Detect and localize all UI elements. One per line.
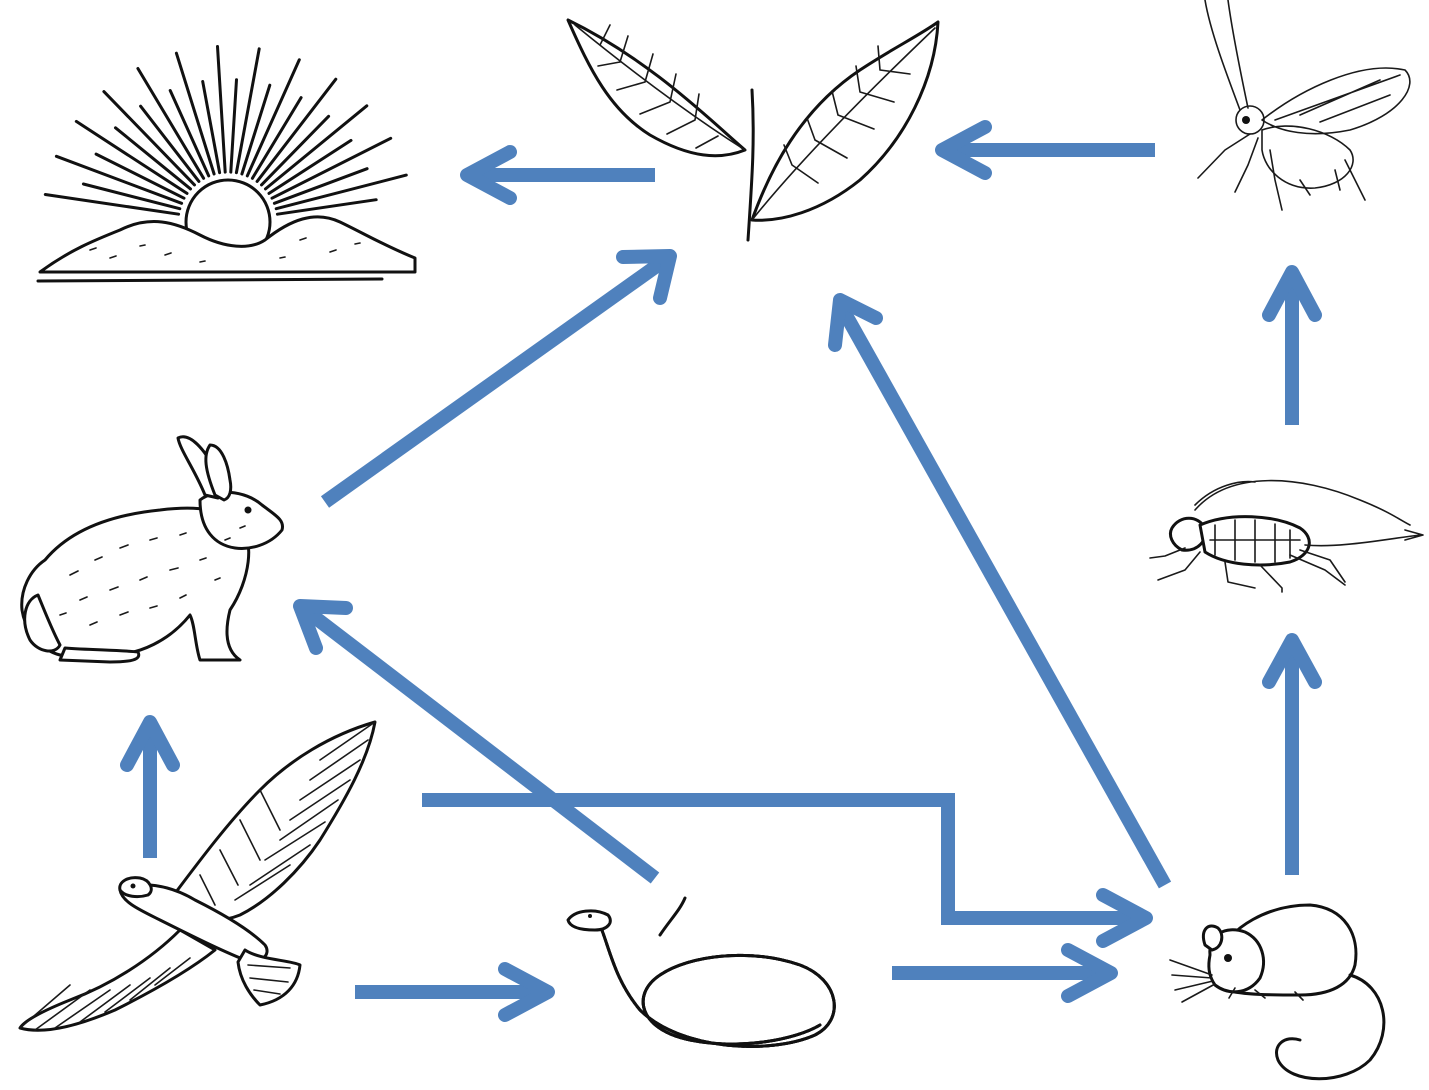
- mouse-feet: [1228, 987, 1304, 1001]
- arrow-plant-to-sun: [460, 145, 655, 205]
- arrow-mouse-to-plant: [828, 293, 1172, 889]
- snake-body-outline: [598, 923, 836, 1048]
- hawk-icon: [18, 720, 377, 1032]
- sun-ray: [168, 89, 211, 178]
- hawk-lower-wing-feathers: [19, 957, 191, 1031]
- plant-stem: [746, 88, 755, 242]
- sun-ray: [274, 173, 408, 211]
- plant-leaf-left-veins: [574, 24, 746, 151]
- snake-icon: [566, 896, 836, 1048]
- arrow-snake-to-mouse: [892, 943, 1118, 1003]
- arrow-mouse-to-cricket: [1262, 633, 1322, 875]
- aphid-icon: [1197, 0, 1411, 211]
- cricket-ovipositor: [1304, 529, 1424, 547]
- sun-ray: [201, 80, 222, 175]
- hawk-tail-bars: [247, 964, 291, 995]
- sun-ray: [139, 104, 201, 183]
- rabbit-ear-front: [204, 443, 233, 502]
- sun-ray: [81, 182, 182, 211]
- sun-ray: [229, 78, 238, 174]
- rabbit-fur-texture: [59, 525, 246, 626]
- hawk-head: [118, 876, 153, 899]
- aphid-eye: [1242, 116, 1250, 124]
- sun-ray: [264, 104, 369, 191]
- cricket-body-texture: [1209, 519, 1301, 563]
- sun-ray: [174, 51, 216, 176]
- arrow-snake-to-rabbit: [293, 599, 660, 884]
- snake-eye: [588, 914, 592, 918]
- arrow-hawk-to-snake: [355, 962, 555, 1022]
- snake-head: [566, 909, 612, 932]
- rabbit-hind-foot: [58, 646, 141, 664]
- mouse-eye: [1224, 954, 1232, 962]
- cricket-legs: [1149, 547, 1346, 593]
- plant-leaf-right-veins: [751, 27, 936, 221]
- sun-ray: [267, 138, 353, 195]
- sun-ray: [54, 154, 184, 205]
- sun-ray: [240, 83, 272, 176]
- aphid-wings: [1261, 67, 1411, 135]
- sun-ray: [74, 119, 189, 195]
- hawk-body: [118, 883, 269, 963]
- mouse-whiskers: [1169, 959, 1216, 1003]
- sun-ray: [250, 96, 303, 180]
- snake-body-fill: [598, 923, 836, 1048]
- hawk-eye: [130, 883, 136, 889]
- snake-tail-tip: [658, 896, 687, 937]
- sun-icon: [36, 45, 417, 283]
- aphid-body: [1261, 125, 1354, 189]
- arrow-cricket-to-aphid: [1262, 265, 1322, 425]
- arrow-aphid-to-plant: [935, 120, 1155, 180]
- aphid-antennae: [1204, 0, 1249, 111]
- cricket-icon: [1149, 479, 1424, 593]
- sun-ray: [234, 47, 261, 175]
- rabbit-eye: [244, 506, 252, 514]
- arrow-rabbit-to-plant: [320, 249, 677, 508]
- sun-ray: [270, 136, 393, 200]
- mouse-icon: [1169, 903, 1386, 1081]
- rabbit-icon: [20, 435, 285, 664]
- sun-ray: [260, 114, 331, 187]
- sun-ray: [94, 152, 186, 200]
- sun-ray: [255, 77, 338, 183]
- plant-icon: [566, 18, 940, 242]
- sun-rays: [43, 45, 408, 216]
- sun-ray: [245, 58, 301, 178]
- rabbit-tail: [23, 593, 62, 653]
- hawk-upper-wing-feathers: [199, 721, 376, 906]
- rabbit-head: [198, 490, 285, 550]
- snake-scales: [598, 923, 836, 1048]
- sun-ground-line: [36, 277, 384, 283]
- sun-ray: [114, 126, 192, 191]
- cricket-antennae: [1194, 479, 1411, 526]
- sun-hills: [38, 215, 417, 274]
- sun-ray: [216, 45, 227, 174]
- hawk-tail: [236, 948, 302, 1007]
- mouse-head: [1207, 928, 1265, 994]
- sun-ray: [275, 198, 378, 216]
- hawk-lower-wing: [18, 928, 217, 1032]
- sun-ray: [136, 67, 206, 180]
- hawk-upper-wing: [168, 720, 377, 922]
- arrow-hawk-to-rabbit: [120, 715, 180, 858]
- mouse-ear: [1202, 924, 1224, 952]
- sun-hill-texture: [89, 237, 361, 263]
- arrow-hawk-to-mouse: [422, 793, 1153, 948]
- sun-ray: [102, 90, 196, 187]
- sun-ray: [272, 167, 369, 205]
- aphid-legs: [1197, 133, 1366, 211]
- sun-ray: [43, 193, 181, 216]
- cricket-head: [1168, 516, 1208, 552]
- mouse-tail: [1275, 973, 1386, 1081]
